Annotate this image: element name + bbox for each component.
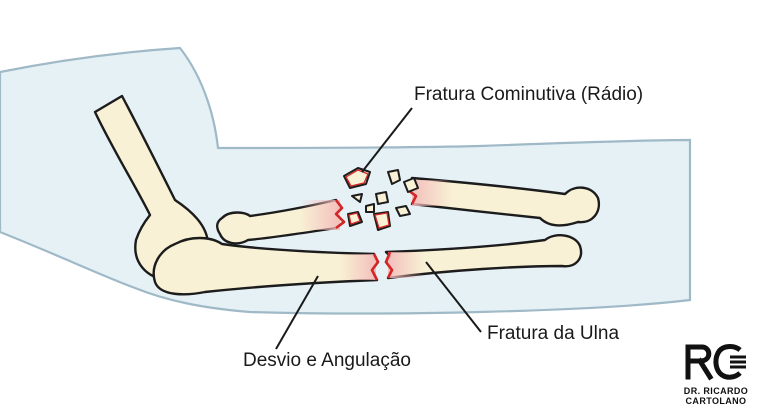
radius-distal-segment <box>406 176 601 227</box>
ulna-fracture-glow-left <box>340 254 376 280</box>
label-ulna-fracture: Fratura da Ulna <box>487 323 620 344</box>
ulna-distal-segment <box>384 234 583 280</box>
ulna-proximal-segment <box>152 236 380 296</box>
radius-fracture-glow-right <box>412 180 452 206</box>
leader-line-ulna <box>425 261 482 333</box>
radius-fracture-edge-left <box>334 199 346 230</box>
leader-line-deviation <box>275 275 319 350</box>
ulna-fracture-glow-right <box>388 252 424 278</box>
label-radius-fracture: Fratura Cominutiva (Rádio) <box>414 84 644 105</box>
label-deviation: Desvio e Angulação <box>243 350 411 371</box>
rc-logo-icon <box>685 344 746 381</box>
leader-line-radius <box>361 107 413 173</box>
ulna-fracture-edge-left <box>370 253 380 281</box>
ulna-fracture-edge-right <box>384 251 394 279</box>
logo-line-1: DR. RICARDO <box>683 386 749 396</box>
logo: DR. RICARDO CARTOLANO <box>676 343 756 413</box>
radius-fracture-glow-left <box>300 200 340 230</box>
logo-line-2: CARTOLANO <box>685 396 747 406</box>
